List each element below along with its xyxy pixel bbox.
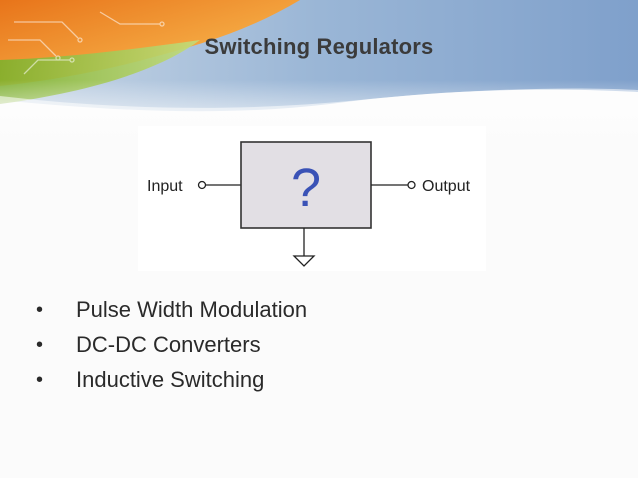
bullet-dot: • — [36, 299, 44, 321]
list-item: • Inductive Switching — [36, 367, 307, 402]
circuit-lines-decoration — [8, 11, 165, 75]
input-terminal-icon — [197, 180, 207, 190]
bullet-list: • Pulse Width Modulation • DC-DC Converter… — [36, 297, 307, 402]
bullet-text: DC-DC Converters — [76, 332, 261, 357]
block-question-symbol: ? — [291, 158, 321, 218]
output-terminal-icon — [407, 180, 416, 190]
ground-icon — [292, 255, 316, 267]
bullet-text: Pulse Width Modulation — [76, 297, 308, 322]
list-item: • DC-DC Converters — [36, 332, 307, 367]
list-item: • Pulse Width Modulation — [36, 297, 307, 332]
input-label: Input — [147, 178, 183, 195]
regulator-block — [240, 141, 372, 229]
bullet-text: Inductive Switching — [76, 367, 265, 392]
output-label: Output — [422, 178, 471, 195]
regulator-block-diagram: Input ? Output — [138, 126, 486, 271]
bullet-dot: • — [36, 369, 44, 391]
bullet-dot: • — [36, 334, 44, 356]
slide-title: Switching Regulators — [204, 34, 434, 59]
